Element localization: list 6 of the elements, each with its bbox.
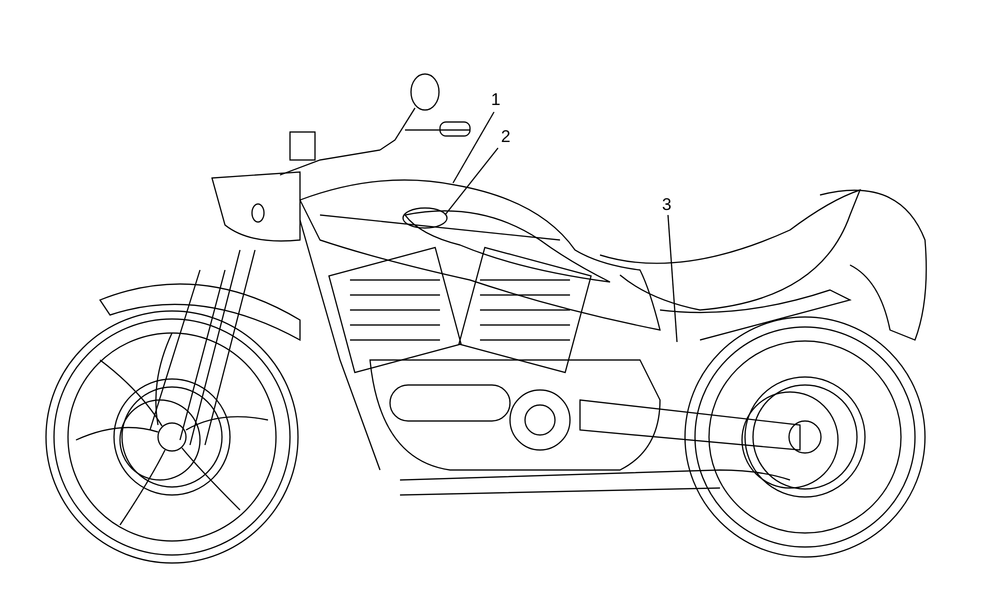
- leader-line: [452, 112, 495, 184]
- leader-line: [444, 148, 498, 216]
- leader-line: [667, 214, 678, 342]
- callout-number: 2: [501, 128, 510, 146]
- callout-number: 3: [662, 196, 672, 214]
- callout-number: 1: [491, 91, 500, 109]
